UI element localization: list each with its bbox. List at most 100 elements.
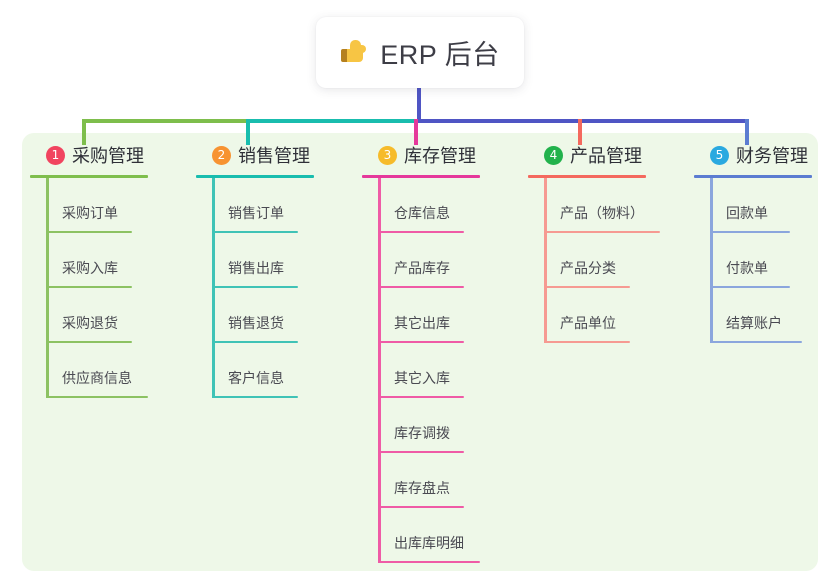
branch-item[interactable]: 库存调拨 [362,398,480,453]
thumbs-up-icon [340,38,370,68]
branch-item[interactable]: 产品（物料） [528,178,660,233]
connector-bus-segment-2 [246,119,417,123]
branch-number-badge: 1 [46,145,65,165]
connector-bus-segment-3 [417,119,749,123]
branch-item-label: 产品库存 [394,260,450,276]
branch-items-1: 采购订单采购入库采购退货供应商信息 [30,178,148,398]
branch-title: 销售管理 [238,146,310,166]
branch-item-label: 其它出库 [394,315,450,331]
branch-item[interactable]: 供应商信息 [30,343,148,398]
branch-item-label: 销售出库 [228,260,284,276]
branch-header-1[interactable]: 1 采购管理 [30,142,148,168]
branch-number-badge: 4 [544,145,563,165]
branch-item-underline [212,286,298,288]
branch-item[interactable]: 采购订单 [30,178,148,233]
branch-column-3: 3 库存管理仓库信息产品库存其它出库其它入库库存调拨库存盘点出库库明细 [362,142,480,563]
connector-bus-segment-1 [82,119,246,123]
branch-item[interactable]: 出库库明细 [362,508,480,563]
branch-item-label: 其它入库 [394,370,450,386]
branch-item[interactable]: 其它入库 [362,343,480,398]
branch-item[interactable]: 产品分类 [528,233,646,288]
branch-item-underline [378,341,464,343]
branch-item[interactable]: 采购入库 [30,233,148,288]
branch-item[interactable]: 回款单 [694,178,812,233]
branch-item-underline [378,396,464,398]
connector-drop-branch-2 [246,119,250,145]
branch-item[interactable]: 销售出库 [196,233,314,288]
branch-item-label: 采购入库 [62,260,118,276]
branch-header-4[interactable]: 4 产品管理 [528,142,646,168]
branch-title: 产品管理 [570,146,642,166]
branch-item-label: 产品单位 [560,315,616,331]
branch-item-label: 库存盘点 [394,480,450,496]
branch-item[interactable]: 付款单 [694,233,812,288]
branch-header-underline [362,175,480,178]
branch-item-underline [710,341,802,343]
branch-column-4: 4 产品管理产品（物料） 产品分类产品单位 [528,142,660,343]
branch-header-2[interactable]: 2 销售管理 [196,142,314,168]
branch-item-underline [544,286,630,288]
branch-header-underline [694,175,812,178]
branch-items-5: 回款单付款单结算账户 [694,178,812,343]
branch-spine [212,178,215,398]
root-title: ERP 后台 [380,40,500,70]
branch-item-underline [378,561,480,563]
branch-number-badge: 3 [378,145,397,165]
branch-spine [710,178,713,343]
branch-header-underline [196,175,314,178]
branch-spine [378,178,381,563]
branch-column-2: 2 销售管理销售订单销售出库销售退货客户信息 [196,142,314,398]
branch-item-underline [710,231,790,233]
branch-header-3[interactable]: 3 库存管理 [362,142,480,168]
connector-drop-branch-3 [414,119,418,145]
branch-item-underline [212,231,298,233]
branch-item-underline [46,341,132,343]
branch-items-4: 产品（物料） 产品分类产品单位 [528,178,660,343]
branch-item-underline [378,506,464,508]
branch-item-label: 出库库明细 [394,535,464,551]
branch-item[interactable]: 销售退货 [196,288,314,343]
branch-item-label: 库存调拨 [394,425,450,441]
branch-item-label: 结算账户 [726,315,782,331]
branch-item-label: 客户信息 [228,370,284,386]
branch-title: 库存管理 [404,146,476,166]
branch-item-label: 回款单 [726,205,768,221]
branch-item-label: 销售退货 [228,315,284,331]
branch-items-2: 销售订单销售出库销售退货客户信息 [196,178,314,398]
branch-item-underline [378,286,464,288]
branch-column-5: 5 财务管理回款单付款单结算账户 [694,142,812,343]
branch-item[interactable]: 采购退货 [30,288,148,343]
branch-item[interactable]: 客户信息 [196,343,314,398]
branch-title: 采购管理 [72,146,144,166]
branch-header-underline [528,175,646,178]
branch-item[interactable]: 结算账户 [694,288,812,343]
connector-drop-branch-4 [578,119,582,145]
branch-item-underline [378,451,464,453]
branch-number-badge: 2 [212,145,231,165]
branch-header-5[interactable]: 5 财务管理 [694,142,812,168]
branch-item[interactable]: 库存盘点 [362,453,480,508]
branch-item[interactable]: 产品单位 [528,288,646,343]
branch-number-badge: 5 [710,145,729,165]
branch-column-1: 1 采购管理采购订单采购入库采购退货供应商信息 [30,142,148,398]
connector-drop-branch-5 [745,119,749,145]
branch-header-underline [30,175,148,178]
branch-item-label: 仓库信息 [394,205,450,221]
branch-title: 财务管理 [736,146,808,166]
branch-item-underline [46,231,132,233]
branch-item-underline [544,231,660,233]
branch-item[interactable]: 产品库存 [362,233,480,288]
branch-item[interactable]: 仓库信息 [362,178,480,233]
root-connector-drop [417,88,421,121]
branch-spine [544,178,547,343]
branch-item-underline [46,286,132,288]
branch-item-label: 产品分类 [560,260,616,276]
branch-item[interactable]: 销售订单 [196,178,314,233]
branch-item-underline [212,341,298,343]
branch-item-underline [212,396,298,398]
root-node[interactable]: ERP 后台 [316,17,524,88]
branch-item-underline [46,396,148,398]
branch-item-underline [378,231,464,233]
branch-item-label: 销售订单 [228,205,284,221]
branch-item[interactable]: 其它出库 [362,288,480,343]
